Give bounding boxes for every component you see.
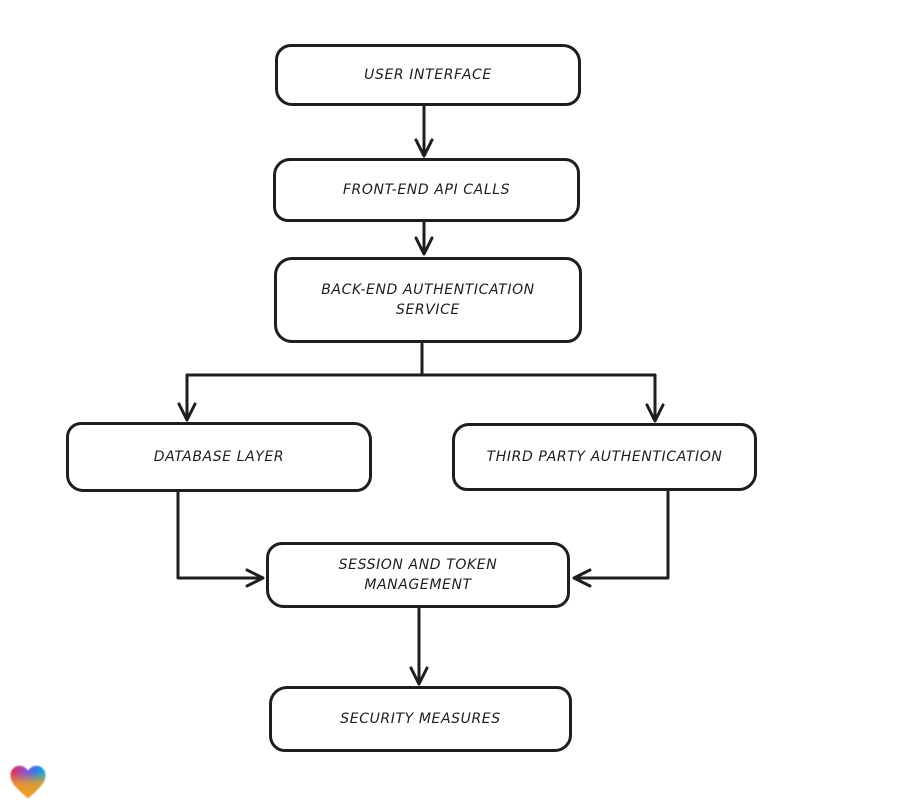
gradient-heart-logo[interactable] [8, 761, 48, 803]
node-label: THIRD PARTY AUTHENTICATION [486, 448, 723, 465]
node-label: SESSION AND TOKEN MANAGEMENT [338, 556, 498, 593]
node-user-interface[interactable]: USER INTERFACE [275, 44, 581, 106]
node-back-end-authentication-service[interactable]: BACK-END AUTHENTICATION SERVICE [274, 257, 582, 343]
edge-backend-split [177, 342, 665, 423]
node-label: DATABASE LAYER [153, 448, 285, 465]
edge-database-to-session [176, 491, 265, 588]
edge-ui-to-frontend [414, 105, 434, 158]
edge-frontend-to-backend [414, 221, 434, 256]
heart-shape-overlay [10, 765, 46, 799]
node-front-end-api-calls[interactable]: FRONT-END API CALLS [273, 158, 580, 222]
node-label: SECURITY MEASURES [340, 710, 501, 727]
node-database-layer[interactable]: DATABASE LAYER [66, 422, 372, 492]
node-label: USER INTERFACE [364, 66, 492, 83]
node-security-measures[interactable]: SECURITY MEASURES [269, 686, 572, 752]
node-label: BACK-END AUTHENTICATION SERVICE [321, 281, 535, 318]
node-session-and-token-management[interactable]: SESSION AND TOKEN MANAGEMENT [266, 542, 570, 608]
edge-thirdparty-to-session [572, 490, 670, 588]
node-label: FRONT-END API CALLS [342, 181, 511, 198]
node-third-party-authentication[interactable]: THIRD PARTY AUTHENTICATION [452, 423, 757, 491]
edge-session-to-security [409, 607, 429, 686]
